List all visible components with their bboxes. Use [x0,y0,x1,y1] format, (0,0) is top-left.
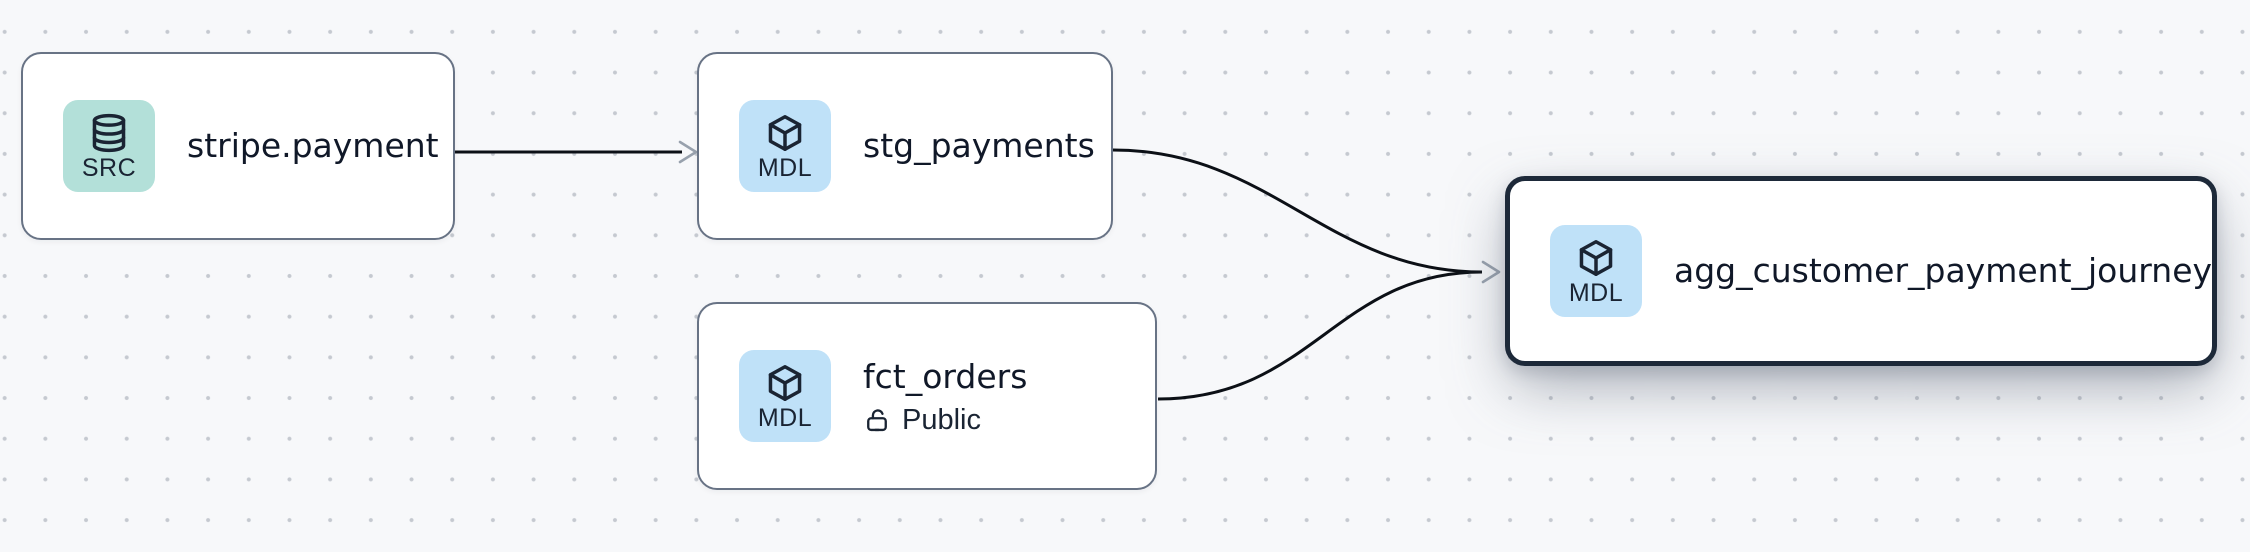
access-badge: Public [863,404,1027,436]
badge-label: MDL [757,404,813,432]
cube-icon [1579,239,1613,277]
arrowhead-icon [678,140,698,164]
node-title: agg_customer_payment_journey [1674,251,2213,290]
node-stg-payments[interactable]: MDL stg_payments [697,52,1113,240]
model-badge: MDL [739,350,831,442]
badge-label: MDL [1568,279,1624,307]
node-title: stg_payments [863,126,1095,165]
badge-label: MDL [757,154,813,182]
node-agg-customer-payment-journey[interactable]: MDL agg_customer_payment_journey [1505,176,2217,366]
badge-label: SRC [81,154,137,182]
database-icon [92,113,126,153]
node-title: stripe.payment [187,126,439,165]
cube-icon [768,364,802,402]
source-badge: SRC [63,100,155,192]
access-label: Public [902,403,981,436]
lock-open-icon [867,408,887,431]
edge-stg-payments-to-agg-customer-payment-journey [1112,148,1483,274]
node-stripe-payment[interactable]: SRC stripe.payment [21,52,455,240]
node-fct-orders[interactable]: MDL fct_orders Public [697,302,1157,490]
arrowhead-icon [1481,260,1501,284]
cube-icon [768,114,802,152]
node-title: fct_orders [863,356,1028,396]
model-badge: MDL [739,100,831,192]
model-badge: MDL [1550,225,1642,317]
edge-fct-orders-to-agg-customer-payment-journey [1157,270,1483,401]
